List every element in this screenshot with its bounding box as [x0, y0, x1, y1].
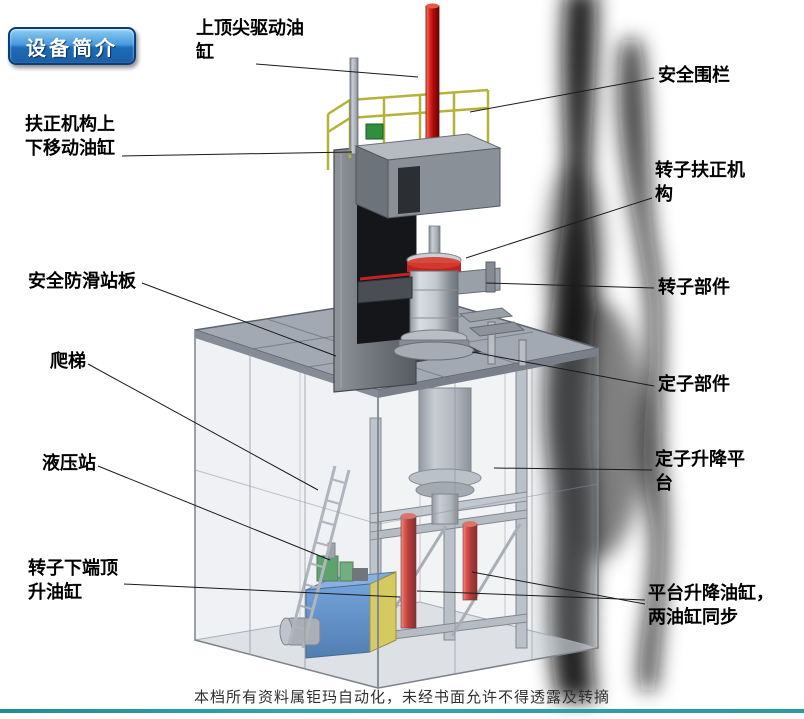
leader-line [416, 590, 646, 601]
hydraulic-station-unit [279, 542, 397, 659]
callout-platform-lift-cylinders: 平台升降油缸，两油缸同步 [648, 583, 774, 627]
callout-safety-fence: 安全围栏 [658, 65, 730, 85]
title-badge: 设备简介 [8, 27, 136, 65]
leader-line [87, 363, 319, 491]
callout-ladder: 爬梯 [50, 351, 86, 371]
leader-line [123, 583, 401, 598]
leader-line [141, 282, 337, 357]
callout-rotor-jack-cylinder: 转子下端顶升油缸 [28, 558, 118, 602]
rotor-assembly [393, 225, 475, 361]
leader-line [485, 282, 655, 289]
top-tip-cylinder-rod [425, 3, 440, 155]
callout-anti-slip-platform: 安全防滑站板 [28, 271, 136, 291]
callout-stator-lift-platform: 定子升降平台 [655, 449, 745, 493]
press-head [354, 123, 502, 219]
copyright-notice: 本档所有资料属钜玛自动化，未经书面允许不得透露及转摘 [193, 690, 610, 706]
callout-hydraulic-station: 液压站 [42, 453, 96, 473]
leader-line [97, 465, 331, 561]
leader-line [465, 197, 653, 259]
callout-rotor-centering: 转子扶正机构 [655, 160, 745, 204]
rotor-centering-arm [357, 261, 526, 337]
centering-cylinder-rod [349, 57, 359, 155]
leader-lines [87, 63, 655, 605]
title-badge-label: 设备简介 [26, 37, 118, 60]
room-walls [194, 328, 599, 689]
callout-centering-lift-cylinder: 扶正机构上下移动油缸 [25, 114, 115, 158]
callout-rotor-part: 转子部件 [658, 277, 730, 297]
stator-column [408, 387, 482, 525]
leader-line [255, 63, 419, 78]
leader-line [121, 151, 353, 157]
leader-line [471, 571, 646, 605]
leader-line [493, 467, 653, 471]
platform-lift-cylinder-left [400, 513, 417, 629]
leader-line [469, 77, 655, 113]
platform-lift-cylinder-right [462, 521, 478, 601]
leader-line [471, 351, 655, 387]
callout-top-tip-cylinder: 上顶尖驱动油缸 [196, 18, 304, 62]
bottom-accent-bar [0, 709, 804, 713]
callout-stator-part: 定子部件 [658, 374, 730, 394]
